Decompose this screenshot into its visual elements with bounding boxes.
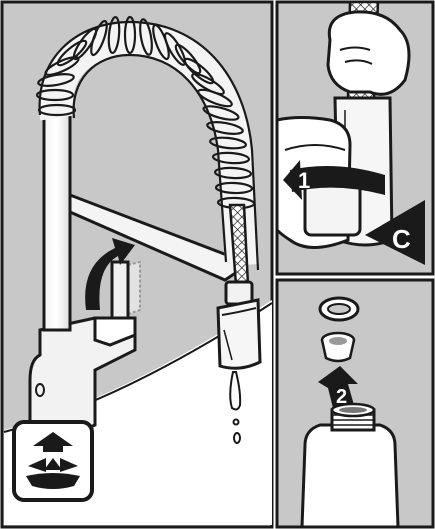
water-softener-icon [14, 422, 92, 500]
step-1-label: 1 [298, 168, 310, 193]
faucet-column [44, 115, 70, 330]
step-1-panel: 1 C [277, 2, 433, 274]
main-panel [2, 2, 272, 527]
part-c-label: C [392, 224, 411, 254]
aerator-insert [322, 333, 354, 361]
step-2-panel: 2 [277, 280, 433, 527]
top-hand [328, 12, 409, 94]
